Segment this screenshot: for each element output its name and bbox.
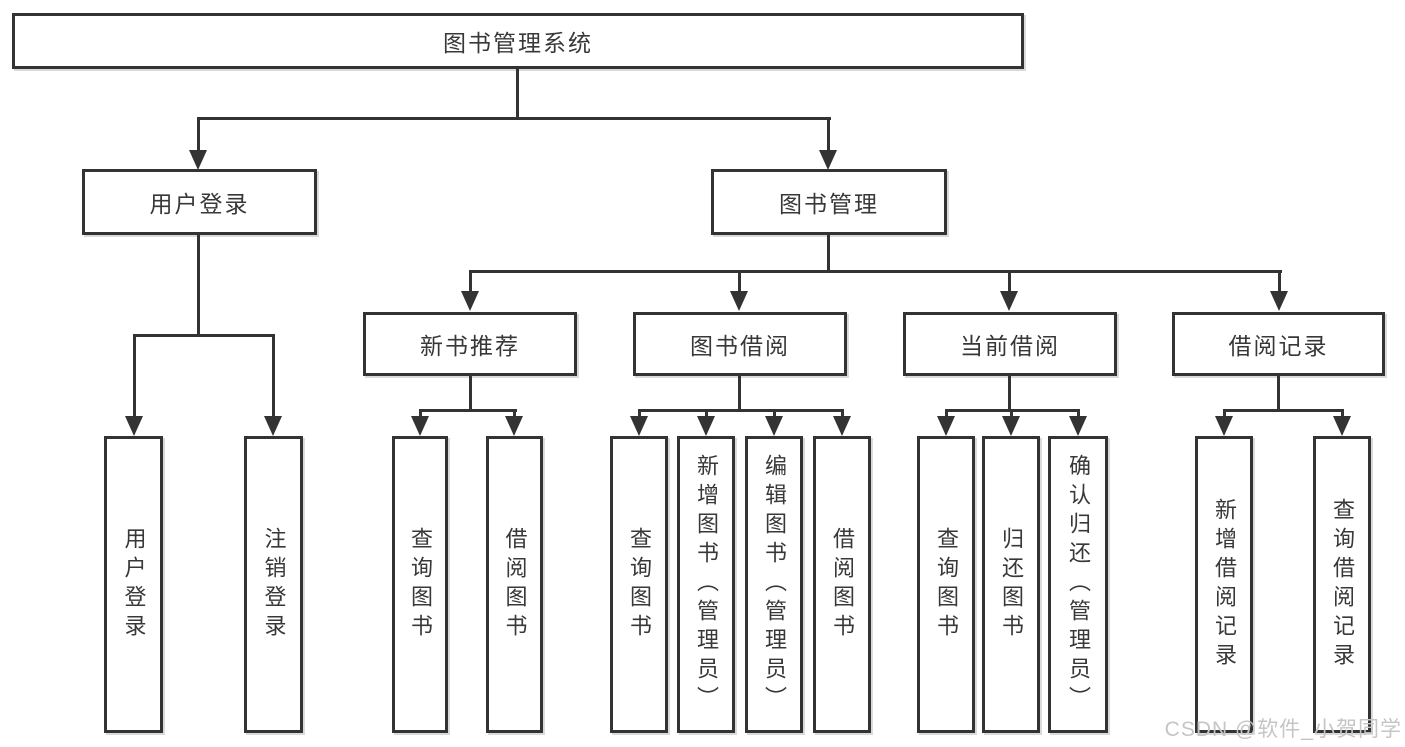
tree-connector xyxy=(469,376,472,412)
leaf-add-book-admin: 新增图书（管理员） xyxy=(677,436,735,733)
tree-connector xyxy=(469,270,1282,273)
leaf-confirm-return-admin: 确认归还（管理员） xyxy=(1048,436,1108,733)
tree-connector xyxy=(513,409,516,419)
arrow-down-icon xyxy=(411,416,429,436)
tree-connector xyxy=(516,69,519,119)
leaf-query-borrow-record: 查询借阅记录 xyxy=(1313,436,1371,733)
node-new-book-recommend-label: 新书推荐 xyxy=(420,333,520,359)
tree-connector xyxy=(197,117,200,153)
leaf-query-books-recommend: 查询图书 xyxy=(392,436,448,733)
leaf-user-login-label: 用户登录 xyxy=(121,526,147,643)
node-current-borrowing: 当前借阅 xyxy=(903,312,1117,376)
leaf-query-books-borrow-label: 查询图书 xyxy=(627,526,652,643)
leaf-query-books-recommend-label: 查询图书 xyxy=(408,526,433,643)
node-book-borrowing-label: 图书借阅 xyxy=(690,333,790,359)
leaf-query-borrow-record-label: 查询借阅记录 xyxy=(1330,497,1355,672)
leaf-borrow-books: 借阅图书 xyxy=(813,436,871,733)
leaf-add-book-admin-label: 新增图书（管理员） xyxy=(694,454,719,715)
tree-connector xyxy=(133,334,275,337)
tree-connector xyxy=(638,409,641,419)
tree-connector xyxy=(1010,409,1013,419)
leaf-query-books-borrow: 查询图书 xyxy=(610,436,668,733)
arrow-down-icon xyxy=(1270,291,1288,311)
tree-connector xyxy=(419,409,422,419)
tree-connector xyxy=(738,376,741,412)
arrow-down-icon xyxy=(697,416,715,436)
tree-connector xyxy=(469,270,472,294)
tree-connector xyxy=(197,117,831,120)
tree-connector xyxy=(1278,270,1281,294)
node-book-management: 图书管理 xyxy=(711,169,947,235)
leaf-edit-book-admin-label: 编辑图书（管理员） xyxy=(762,454,787,715)
arrow-down-icon xyxy=(1002,416,1020,436)
leaf-logout-label: 注销登录 xyxy=(261,526,287,643)
arrow-down-icon xyxy=(189,150,207,170)
tree-connector xyxy=(133,334,136,418)
arrow-down-icon xyxy=(461,291,479,311)
csdn-watermark: CSDN @软件_小贺同学 xyxy=(1164,718,1402,741)
leaf-return-book-label: 归还图书 xyxy=(999,526,1024,643)
arrow-down-icon xyxy=(1069,416,1087,436)
arrow-down-icon xyxy=(765,416,783,436)
node-new-book-recommend: 新书推荐 xyxy=(363,312,577,376)
leaf-edit-book-admin: 编辑图书（管理员） xyxy=(745,436,803,733)
leaf-query-books-current: 查询图书 xyxy=(917,436,975,733)
node-system-label: 图书管理系统 xyxy=(443,30,593,56)
arrow-down-icon xyxy=(264,416,282,436)
node-system: 图书管理系统 xyxy=(12,13,1024,69)
tree-connector xyxy=(1008,376,1011,412)
node-current-borrowing-label: 当前借阅 xyxy=(960,333,1060,359)
leaf-query-books-current-label: 查询图书 xyxy=(934,526,959,643)
tree-connector xyxy=(638,409,844,412)
node-user-login: 用户登录 xyxy=(82,169,317,235)
leaf-borrow-books-recommend-label: 借阅图书 xyxy=(502,526,528,643)
arrow-down-icon xyxy=(819,150,837,170)
arrow-down-icon xyxy=(730,291,748,311)
tree-connector xyxy=(419,409,517,412)
tree-connector xyxy=(1341,409,1344,419)
tree-connector xyxy=(1277,376,1280,412)
tree-connector xyxy=(827,235,830,273)
leaf-borrow-books-recommend: 借阅图书 xyxy=(486,436,543,733)
tree-connector xyxy=(197,235,200,337)
node-borrow-records-label: 借阅记录 xyxy=(1228,333,1329,359)
tree-connector xyxy=(1223,409,1226,419)
arrow-down-icon xyxy=(833,416,851,436)
tree-connector xyxy=(705,409,708,419)
tree-connector xyxy=(1223,409,1344,412)
arrow-down-icon xyxy=(1000,291,1018,311)
node-borrow-records: 借阅记录 xyxy=(1172,312,1385,376)
node-book-borrowing: 图书借阅 xyxy=(633,312,847,376)
leaf-confirm-return-admin-label: 确认归还（管理员） xyxy=(1066,454,1091,715)
tree-connector xyxy=(1077,409,1080,419)
leaf-add-borrow-record: 新增借阅记录 xyxy=(1195,436,1253,733)
leaf-return-book: 归还图书 xyxy=(982,436,1040,733)
arrow-down-icon xyxy=(505,416,523,436)
tree-connector xyxy=(827,117,830,153)
leaf-add-borrow-record-label: 新增借阅记录 xyxy=(1212,497,1237,672)
leaf-user-login: 用户登录 xyxy=(104,436,163,733)
tree-connector xyxy=(272,334,275,418)
arrow-down-icon xyxy=(1333,416,1351,436)
arrow-down-icon xyxy=(630,416,648,436)
tree-connector xyxy=(773,409,776,419)
tree-connector xyxy=(1008,270,1011,294)
leaf-borrow-books-label: 借阅图书 xyxy=(830,526,855,643)
node-book-management-label: 图书管理 xyxy=(779,191,879,217)
arrow-down-icon xyxy=(937,416,955,436)
leaf-logout: 注销登录 xyxy=(244,436,303,733)
tree-connector xyxy=(945,409,948,419)
node-user-login-label: 用户登录 xyxy=(149,191,250,217)
arrow-down-icon xyxy=(125,416,143,436)
tree-connector xyxy=(841,409,844,419)
tree-connector xyxy=(738,270,741,294)
arrow-down-icon xyxy=(1215,416,1233,436)
